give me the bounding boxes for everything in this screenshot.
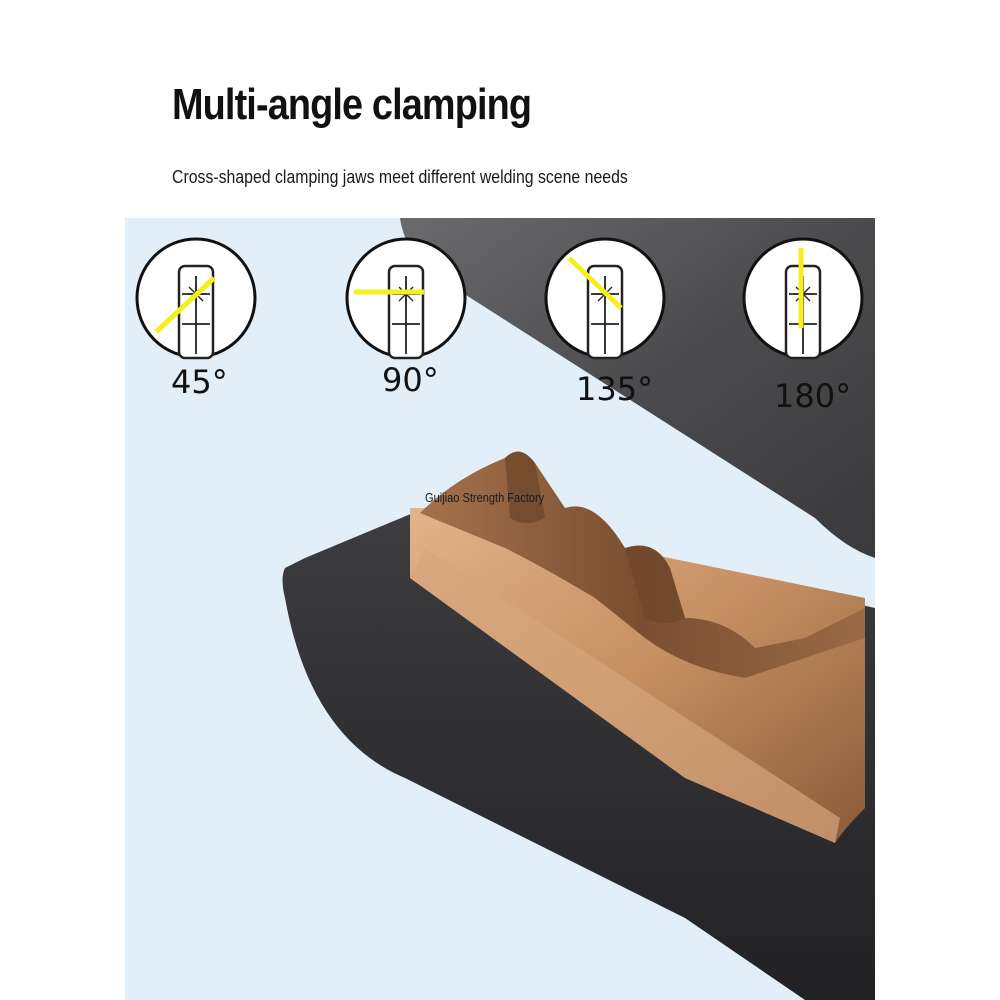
angle-dial-180 [741, 236, 865, 360]
angle-label-45: 45° [171, 363, 228, 401]
watermark-text: Guijiao Strength Factory [425, 490, 545, 505]
angle-label-90: 90° [382, 361, 439, 399]
angle-dial-90 [344, 236, 468, 360]
angle-dial-135 [543, 236, 667, 360]
angle-indicator-135 [567, 256, 623, 310]
angle-dial-45 [134, 236, 258, 360]
page-subtitle: Cross-shaped clamping jaws meet differen… [172, 167, 628, 187]
page-title: Multi-angle clamping [172, 80, 532, 129]
angle-label-135: 135° [576, 370, 654, 408]
angle-indicator-45 [154, 276, 216, 334]
product-image-panel: 45° 90° 135° 180° Guijiao Strength Facto… [125, 218, 875, 1000]
angle-label-180: 180° [774, 377, 852, 415]
copper-jaw-face [410, 508, 865, 843]
